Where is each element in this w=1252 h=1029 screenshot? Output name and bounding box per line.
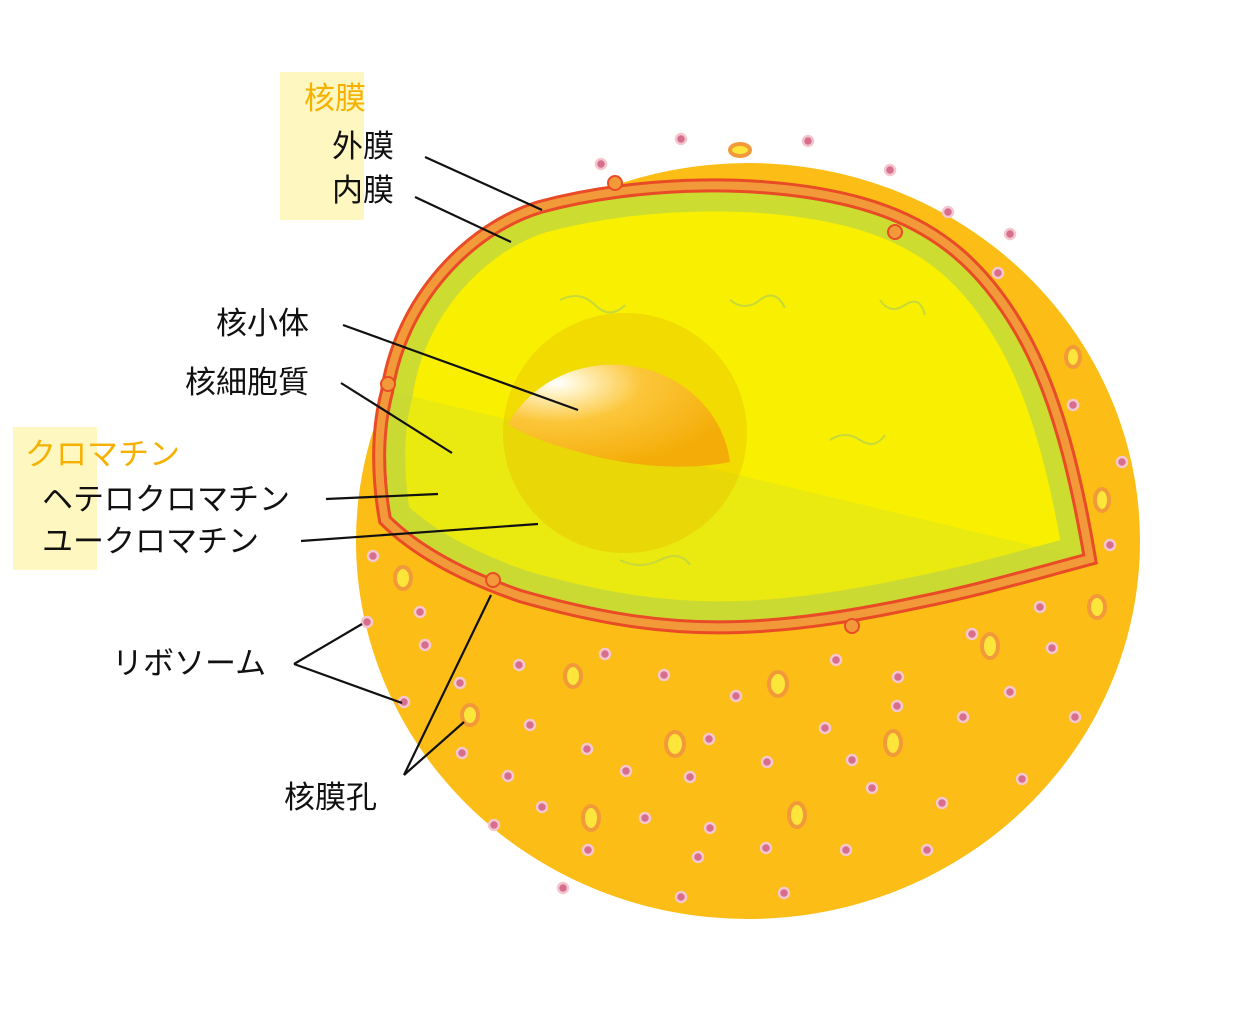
nuclear-pore-openings (393, 142, 1111, 832)
label-nucleoplasm: 核細胞質 (185, 365, 309, 401)
envelope-pores (380, 175, 903, 634)
label-nuclear-pore: 核膜孔 (284, 780, 377, 816)
label-nuclear-envelope: 核膜 (304, 81, 366, 117)
label-chromatin: クロマチン (25, 437, 180, 473)
nucleoplasm-region (379, 185, 1090, 628)
label-outer-membrane: 外膜 (332, 129, 394, 165)
label-euchromatin: ユークロマチン (42, 524, 259, 560)
ribosomes (360, 132, 1129, 904)
chromatin-group-highlight (13, 427, 97, 570)
envelope-group-highlight (280, 72, 364, 220)
label-inner-membrane: 内膜 (332, 173, 394, 209)
label-nucleolus: 核小体 (216, 306, 309, 342)
nucleolus (508, 364, 730, 467)
label-heterochromatin: ヘテロクロマチン (42, 482, 290, 518)
label-ribosome: リボソーム (112, 646, 266, 682)
leader-lines (293, 155, 579, 776)
